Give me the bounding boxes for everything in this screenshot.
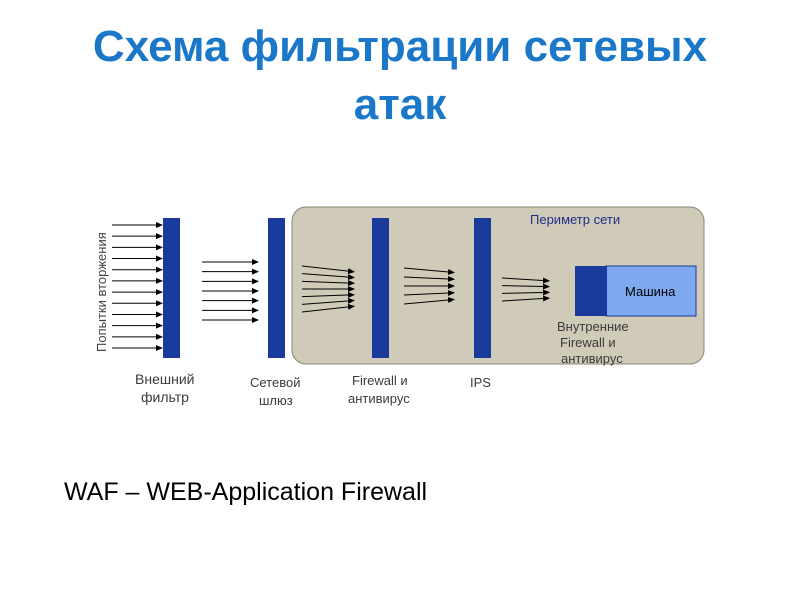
internal-firewall-caption: Внутренние Firewall и антивирус — [557, 319, 629, 366]
firewall-antivirus-caption-line-2: антивирус — [348, 391, 410, 406]
machine-box — [605, 265, 697, 317]
network-gateway-caption-line-1: Сетевой — [250, 375, 300, 390]
internal-firewall-caption-line-1: Внутренние — [557, 319, 629, 334]
internal-firewall-block — [575, 266, 607, 316]
arrows-stage-3 — [301, 265, 355, 313]
arrows-stage-5 — [501, 277, 550, 302]
ips-bar — [474, 218, 491, 358]
firewall-antivirus-caption: Firewall и антивирус — [348, 373, 410, 406]
machine-label: Машина — [625, 284, 676, 299]
external-filter-caption: Внешний фильтр — [135, 371, 194, 405]
attack-arrow — [301, 303, 355, 313]
attack-arrow — [403, 290, 455, 297]
arrows-stage-4 — [403, 267, 455, 305]
attack-arrow — [501, 283, 550, 290]
firewall-antivirus-caption-line-1: Firewall и — [352, 373, 408, 388]
network-gateway-caption-line-2: шлюз — [259, 393, 293, 408]
attack-arrow — [501, 295, 550, 302]
network-gateway-bar — [268, 218, 285, 358]
network-perimeter-area — [291, 206, 705, 365]
title-line-2: атак — [353, 80, 447, 129]
internal-firewall-caption-line-2: Firewall и — [560, 335, 616, 350]
attack-arrow — [403, 297, 455, 305]
title-line-1: Схема фильтрации сетевых — [92, 22, 708, 71]
arrows-stage-2 — [202, 259, 259, 323]
internal-firewall-caption-line-3: антивирус — [561, 351, 623, 366]
external-filter-caption-line-1: Внешний — [135, 371, 194, 387]
attack-arrow — [301, 265, 355, 275]
network-gateway-caption: Сетевой шлюз — [250, 375, 300, 408]
attack-arrow — [403, 275, 455, 282]
attack-arrow — [301, 291, 355, 298]
ips-caption-line-1: IPS — [470, 375, 491, 390]
attack-arrow — [301, 273, 355, 281]
attack-arrow — [501, 277, 550, 284]
slide-title: Схема фильтрации сетевых атак — [40, 18, 760, 134]
attack-arrow — [501, 289, 550, 296]
waf-definition: WAF – WEB-Application Firewall — [64, 478, 428, 506]
intrusion-attempts-label: Попытки вторжения — [94, 232, 109, 352]
network-perimeter-label: Периметр сети — [530, 212, 620, 227]
firewall-antivirus-bar — [372, 218, 389, 358]
arrows-stage-1 — [112, 222, 163, 351]
external-filter-bar — [163, 218, 180, 358]
attack-arrow — [301, 280, 355, 287]
attack-arrow — [301, 297, 355, 305]
external-filter-caption-line-2: фильтр — [141, 389, 189, 405]
attack-arrow — [403, 267, 455, 275]
ips-caption: IPS — [470, 375, 491, 390]
